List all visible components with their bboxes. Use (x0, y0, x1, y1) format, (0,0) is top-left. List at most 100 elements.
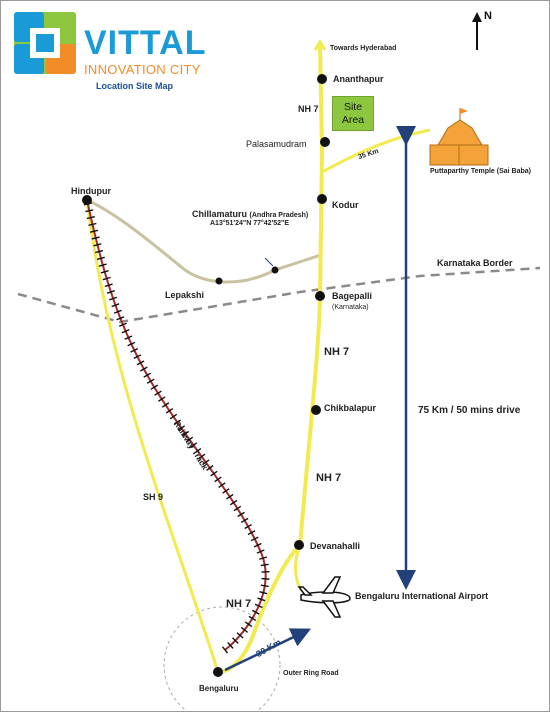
railway-tie (248, 615, 257, 622)
railway-ties (83, 202, 270, 654)
railway-tie (143, 372, 152, 378)
railway-tie (244, 621, 253, 628)
temple-icon (429, 108, 489, 166)
ananthapur-dot (317, 74, 327, 84)
railway-tie (259, 556, 268, 560)
railway-tie (244, 523, 252, 530)
ananthapur-label: Ananthapur (333, 74, 384, 84)
railway-tie (173, 419, 182, 426)
railway-tie (136, 360, 145, 366)
lepakshi-dot (215, 277, 223, 285)
chillamaturu-state: (Andhra Pradesh) (249, 212, 309, 219)
railway-tie (240, 517, 249, 524)
hindupur-dot (82, 195, 92, 205)
brand-subtitle: INNOVATION CITY (84, 62, 201, 77)
hindupur-label: Hindupur (71, 186, 111, 196)
bagepalli-label: Bagepalli (332, 291, 373, 301)
nh7-label-mid: NH 7 (324, 346, 350, 358)
railway-tie (210, 470, 218, 477)
railway-tie (104, 283, 113, 288)
chillamaturu-label: Chillamaturu (Andhra Pradesh) (192, 209, 308, 219)
railway-tie (247, 530, 256, 536)
chikbalapur-label: Chikbalapur (324, 403, 377, 413)
railway-tie (98, 263, 107, 267)
railway-tie (202, 459, 210, 466)
bengaluru-dot (213, 667, 223, 677)
chillamaturu-pointer (264, 257, 274, 267)
railway-tie (254, 603, 263, 609)
railway-tie (113, 309, 122, 314)
kodur-label: Kodur (332, 200, 359, 210)
railway-tie (257, 597, 266, 602)
karnataka-border-label: Karnataka Border (437, 258, 513, 268)
railway-tie (177, 425, 186, 431)
railway-tie (237, 511, 245, 518)
railway-tie (221, 646, 229, 654)
site-area-line2: Area (341, 113, 365, 126)
railway-tie (95, 249, 104, 254)
railway-tie (185, 436, 194, 443)
railway-tie (106, 289, 115, 294)
chillamaturu-coords: A13°51'24"N 77°42'52"E (210, 220, 290, 227)
railway-tie (139, 366, 148, 372)
railway-tie (86, 216, 95, 220)
devanahalli-dot (294, 540, 304, 550)
railway-tie (233, 505, 242, 512)
north-label: N (484, 10, 492, 22)
railway-tie (251, 609, 260, 615)
railway-tie (146, 378, 155, 384)
chillamaturu-name: Chillamaturu (192, 209, 248, 219)
devanahalli-label: Devanahalli (310, 541, 361, 551)
railway-tie (124, 335, 133, 340)
lepakshi-label: Lepakshi (165, 290, 205, 300)
railway-tie (253, 542, 262, 548)
railway-tie (250, 536, 259, 542)
railway-tie (222, 488, 230, 494)
railway-tie (93, 243, 102, 247)
railway-tie (121, 329, 130, 334)
railway-tie (102, 276, 111, 281)
site-area-line1: Site (343, 100, 363, 113)
logo-mark (14, 12, 76, 74)
railway-tie (218, 482, 226, 488)
railway-tie (109, 296, 118, 301)
railway-tie (154, 390, 162, 396)
railway-tie (100, 270, 109, 274)
railway-tie (227, 641, 234, 649)
railway-tie (158, 396, 166, 402)
chikbalapur-dot (311, 405, 321, 415)
railway-tie (189, 442, 198, 449)
bengaluru-label: Bengaluru (199, 684, 239, 693)
brand-name: VITTAL (84, 24, 207, 62)
nh7-label-bottom: NH 7 (226, 598, 252, 610)
drive-distance-label: 75 Km / 50 mins drive (418, 405, 521, 416)
railway-tie (150, 384, 159, 390)
railway-tie (116, 316, 125, 321)
railway-tie (165, 407, 174, 414)
bagepalli-state: (Karnataka) (332, 304, 369, 311)
karnataka-border-line (17, 266, 541, 324)
railway-tie (118, 322, 127, 327)
outer-ring-road (163, 606, 281, 712)
railway-tie (240, 626, 249, 633)
railway-tie (130, 347, 139, 353)
sh9-road (85, 199, 220, 673)
outer-ring-road-label: Outer Ring Road (283, 670, 339, 677)
railway-tie (259, 590, 268, 595)
railway-tie (232, 637, 239, 644)
railway-tie (229, 499, 238, 506)
railway-tie (127, 341, 136, 347)
railway-tie (89, 229, 99, 233)
towards-hyderabad-label: Towards Hyderabad (330, 45, 397, 52)
railway-tie (206, 465, 214, 471)
railway-tie (260, 584, 269, 588)
nh7-label-top: NH 7 (298, 104, 319, 114)
railway-tie (169, 413, 178, 420)
railway-tie (91, 236, 100, 240)
railway-tie (88, 222, 97, 226)
airplane-icon (297, 576, 351, 618)
bagepalli-dot (315, 291, 325, 301)
railway-tie (198, 453, 206, 460)
railway-tie (214, 476, 222, 483)
